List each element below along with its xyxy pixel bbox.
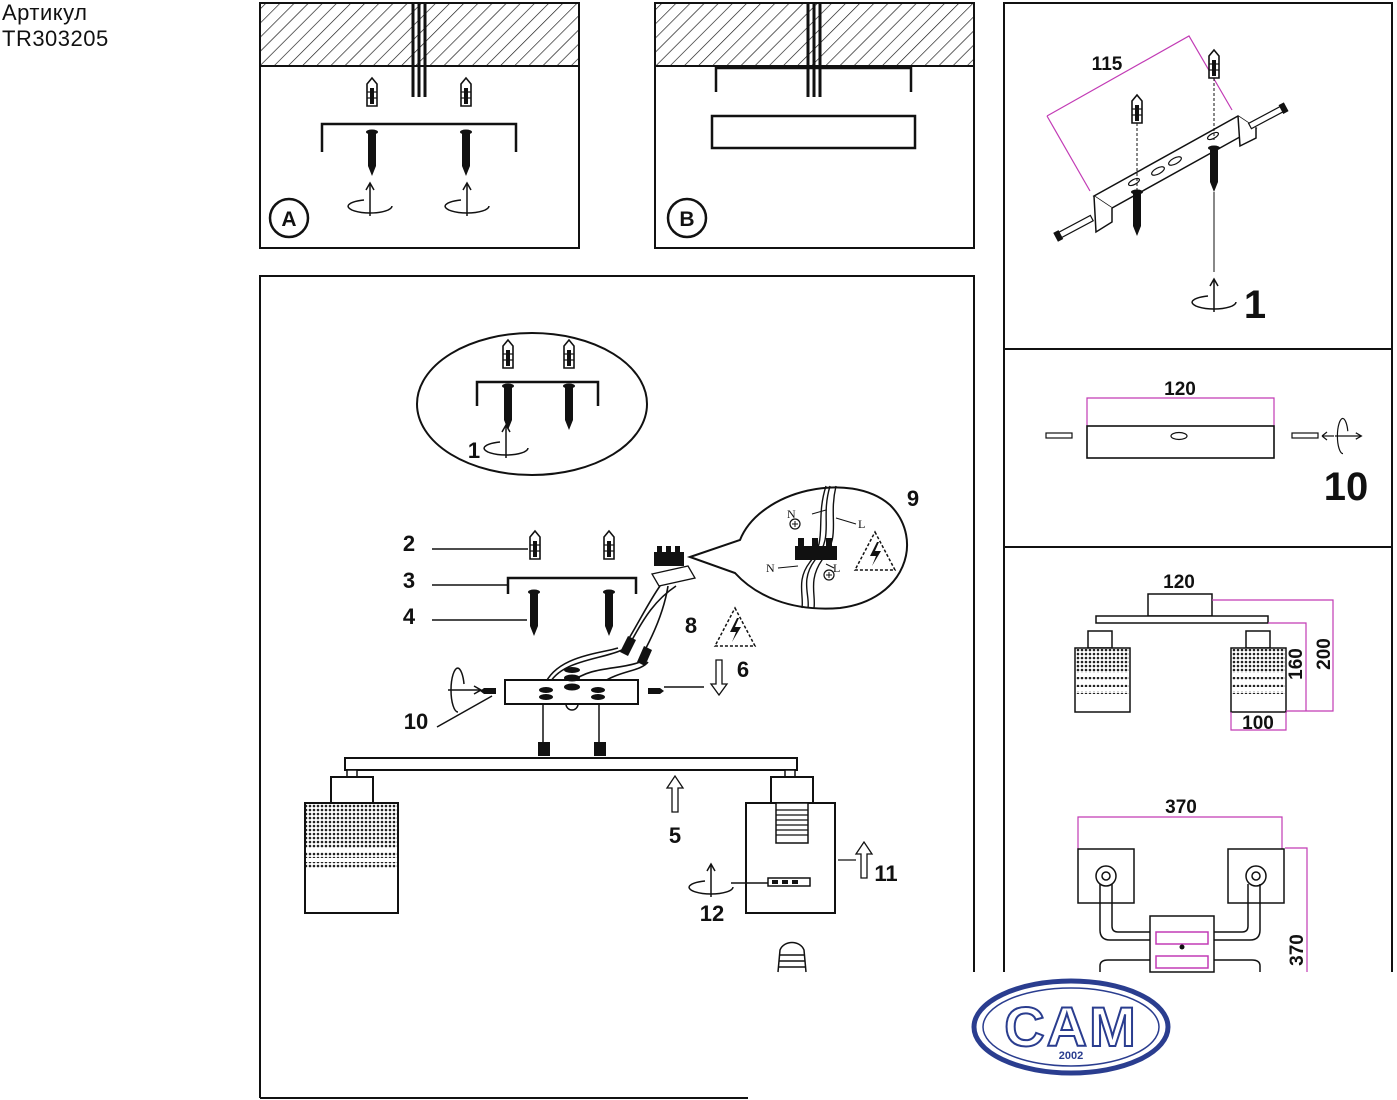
- step-11-label: 11: [874, 861, 897, 886]
- wall-anchor-icon: [1131, 94, 1143, 124]
- step-12-label: 12: [700, 901, 724, 926]
- wall-anchor-icon: [603, 530, 615, 560]
- bracket-part: [506, 576, 638, 594]
- dim-base-width: 120: [1164, 379, 1196, 400]
- lamp-shade-left: [304, 776, 399, 914]
- step-6-label: 6: [737, 657, 749, 682]
- wire-live-top: L: [858, 517, 865, 531]
- dim-shade-width: 100: [1242, 713, 1274, 734]
- step-1-label: 1: [1244, 283, 1266, 327]
- dim-canopy-width: 120: [1163, 572, 1195, 593]
- step-5-label: 5: [669, 823, 681, 848]
- step-1-oval: 1: [468, 438, 480, 463]
- wire-live-bottom: L: [833, 561, 840, 575]
- panel-a: A: [259, 2, 580, 249]
- electric-warning-icon: [714, 607, 756, 647]
- step-9-label: 9: [907, 486, 919, 511]
- bulb-icon: [777, 941, 807, 973]
- bracket-install-detail: 115 1: [1046, 35, 1289, 327]
- cam-logo: CAM 2002: [971, 978, 1171, 1076]
- dim-shade-height: 160: [1286, 648, 1307, 680]
- article-label: Артикул: [2, 0, 88, 25]
- step-4-label: 4: [403, 604, 416, 629]
- side-screw-right: [648, 688, 664, 694]
- wire-neutral-bottom: N: [766, 561, 775, 575]
- screw-icon: [603, 589, 615, 636]
- terminal-block: [650, 546, 697, 587]
- ceiling-wires: [806, 3, 822, 97]
- panel-b: B: [654, 2, 975, 249]
- detail-oval: [416, 332, 648, 476]
- dimension-column: [1003, 2, 1393, 972]
- article-sku: TR303205: [2, 26, 109, 51]
- base-plate-detail: 120 10: [1045, 379, 1369, 509]
- base-terminals: [539, 667, 605, 700]
- main-assembly-panel: 1 2 3 4: [259, 275, 975, 1099]
- mounting-bracket: [320, 122, 518, 152]
- wall-anchor-icon: [502, 339, 514, 369]
- side-screw-right: [1291, 432, 1319, 439]
- article-block: Артикул TR303205: [2, 0, 109, 52]
- wall-anchor-icon: [460, 77, 472, 107]
- logo-text: CAM: [1004, 995, 1138, 1058]
- top-dimension-view: 370 370: [1077, 797, 1308, 973]
- wall-anchor-icon: [1208, 49, 1220, 79]
- down-arrow-icon: [709, 659, 729, 697]
- dim-top-width: 370: [1165, 797, 1197, 818]
- oval-bracket: [475, 380, 600, 406]
- side-screw-left: [1053, 214, 1095, 242]
- front-dimension-view: 120 100 160 200: [1074, 572, 1335, 734]
- wiring-detail-bubble: N L N L: [686, 485, 908, 610]
- wall-anchor-icon: [366, 77, 378, 107]
- wire-neutral-top: N: [787, 507, 796, 521]
- dim-total-height: 200: [1314, 638, 1335, 670]
- step-10-side-label: 10: [1324, 465, 1369, 509]
- side-screw-right: [1247, 102, 1289, 130]
- rotate-arrow-icon: [1334, 417, 1363, 455]
- wire-connectors: [543, 585, 677, 687]
- up-arrow-icon: [854, 840, 874, 879]
- step-8-label: 8: [685, 613, 697, 638]
- logo-year: 2002: [1059, 1050, 1083, 1062]
- canopy-plate: [710, 114, 917, 150]
- up-arrow-icon: [665, 774, 685, 813]
- step-10-label: 10: [404, 709, 428, 734]
- mounted-bracket: [714, 66, 913, 92]
- rotate-arrow-icon: [1191, 278, 1237, 313]
- step-2-label: 2: [403, 531, 415, 556]
- rotate-arrow-icon: [688, 863, 734, 898]
- panel-b-label: B: [679, 208, 694, 231]
- panel-a-label: A: [281, 208, 296, 231]
- step-3-label: 3: [403, 568, 415, 593]
- panel-b-badge: [666, 197, 708, 239]
- dim-bracket-width: 115: [1092, 54, 1123, 75]
- wall-anchor-icon: [529, 530, 541, 560]
- lamp-bar: [344, 757, 798, 771]
- lamp-shade-right: [745, 776, 836, 914]
- dim-top-depth: 370: [1287, 934, 1308, 966]
- side-screw-left: [1045, 432, 1073, 439]
- panel-a-badge: [268, 197, 310, 239]
- ceiling-wires: [411, 3, 427, 97]
- side-screw-left: [480, 688, 496, 694]
- screw-icon: [528, 589, 540, 636]
- wall-anchor-icon: [563, 339, 575, 369]
